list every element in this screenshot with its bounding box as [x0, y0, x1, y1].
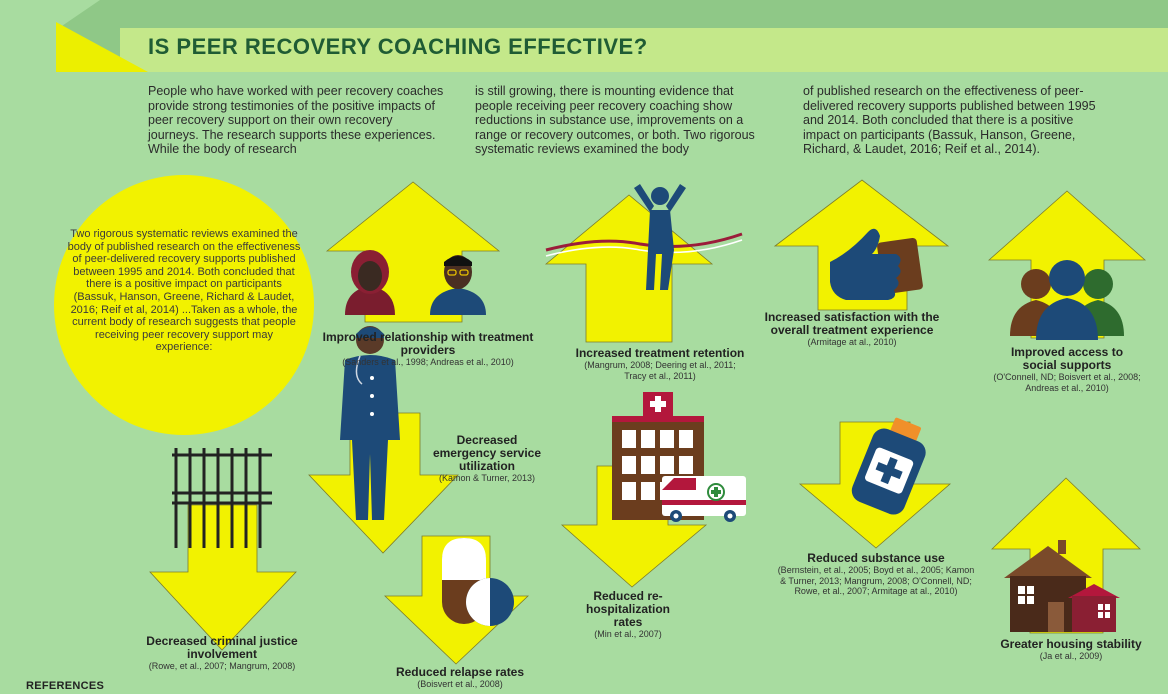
ambulance-icon: [662, 476, 746, 522]
arrow-up-retention: [544, 194, 714, 343]
intro-paragraph-2: is still growing, there is mounting evid…: [475, 84, 755, 156]
outcome-citation: (Ja et al., 2009): [1039, 651, 1103, 661]
references-heading[interactable]: REFERENCES: [26, 680, 105, 692]
outcome-relapse: Reduced relapse rates (Boisvert et al., …: [380, 666, 540, 690]
outcome-heading: Increased treatment retention: [575, 346, 745, 360]
thumbs-up-icon: [830, 228, 923, 300]
outcome-heading: Decreased emergency service utilization: [432, 433, 542, 473]
outcome-heading: Greater housing stability: [1000, 637, 1142, 651]
outcome-heading: Decreased criminal justice involvement: [146, 634, 298, 661]
houses-icon: [1004, 540, 1120, 632]
doctor-icon: [340, 326, 400, 520]
jail-bars-icon: [172, 448, 272, 548]
outcome-housing: Greater housing stability (Ja et al., 20…: [986, 638, 1156, 662]
summary-circle: [54, 175, 314, 435]
outcome-heading: Increased satisfaction with the overall …: [764, 310, 940, 337]
outcome-citation: (Boisvert et al., 2008): [417, 679, 503, 689]
intro-paragraph-3: of published research on the effectivene…: [803, 84, 1096, 156]
outcome-heading: Reduced re-hospitalization rates: [586, 589, 670, 629]
outcome-heading: Reduced relapse rates: [395, 665, 525, 679]
outcome-relationship: Improved relationship with treatment pro…: [318, 331, 538, 368]
outcome-citation: (Rowe, et al., 2007; Mangrum, 2008): [148, 661, 296, 671]
outcome-heading: Improved access to social supports: [1010, 345, 1124, 372]
outcome-social: Improved access to social supports (O'Co…: [984, 346, 1150, 393]
outcome-rehospitalization: Reduced re-hospitalization rates (Min et…: [543, 590, 713, 640]
page-title: IS PEER RECOVERY COACHING EFFECTIVE?: [148, 34, 648, 59]
summary-circle-text: Two rigorous systematic reviews examined…: [67, 228, 301, 354]
outcome-criminal: Decreased criminal justice involvement (…: [122, 635, 322, 672]
arrow-down-criminal: [149, 504, 297, 651]
outcome-citation: (Armitage at al., 2010): [807, 337, 897, 347]
outcome-citation: (Bernstein, et al., 2005; Boyd et al., 2…: [777, 565, 975, 596]
outcome-retention: Increased treatment retention (Mangrum, …: [560, 347, 760, 381]
outcome-emergency: Decreased emergency service utilization …: [424, 434, 550, 484]
title-flag: [56, 22, 148, 72]
medicine-bottle-icon: [851, 417, 926, 515]
outcome-citation: (Mangrum, 2008; Deering et al., 2011; Tr…: [584, 360, 736, 381]
outcome-substance: Reduced substance use (Bernstein, et al.…: [774, 552, 978, 597]
outcome-citation: (Sanders et al., 1998; Andreas et al., 2…: [342, 357, 514, 367]
title-band: [120, 28, 1168, 72]
intro-paragraph-1: People who have worked with peer recover…: [148, 84, 444, 156]
runner-icon: [545, 184, 743, 290]
pills-icon: [442, 538, 514, 626]
outcome-citation: (Kamon & Turner, 2013): [438, 473, 536, 483]
outcome-citation: (Min et al., 2007): [594, 629, 662, 639]
outcome-citation: (O'Connell, ND; Boisvert et al., 2008; A…: [993, 372, 1141, 393]
group-icon: [1010, 260, 1124, 340]
outcome-satisfaction: Increased satisfaction with the overall …: [752, 311, 952, 348]
outcome-heading: Reduced substance use: [807, 551, 945, 565]
outcome-heading: Improved relationship with treatment pro…: [322, 330, 534, 357]
providers-icon: [345, 250, 486, 315]
